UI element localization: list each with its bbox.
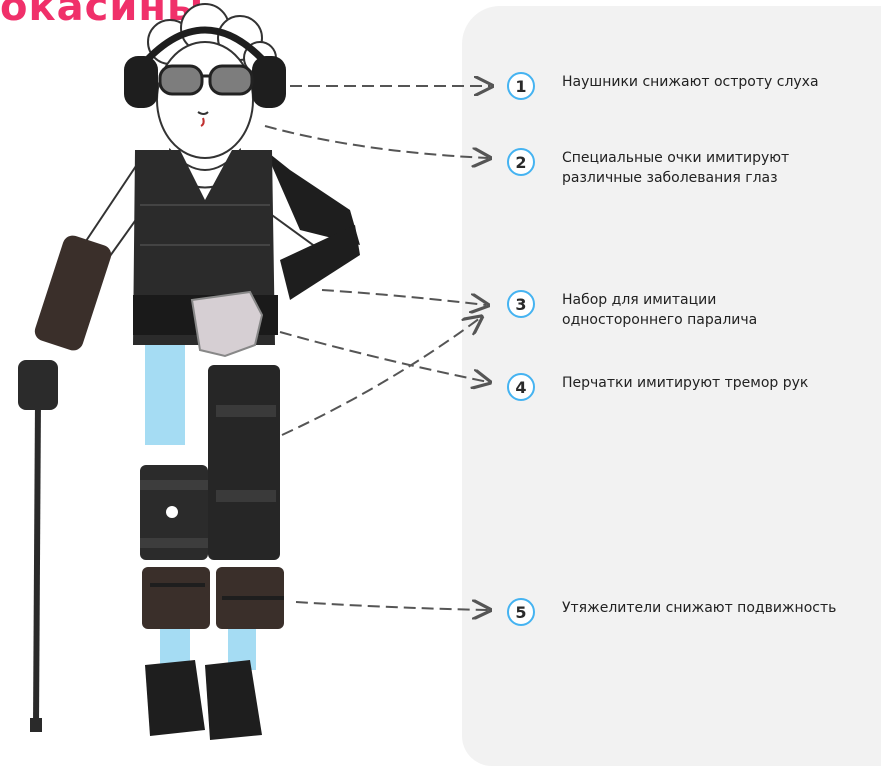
- callout-4: 4 Перчатки имитируют тремор рук: [507, 373, 808, 401]
- callout-text: Перчатки имитируют тремор рук: [562, 373, 808, 393]
- number-badge: 5: [507, 598, 535, 626]
- arrow-3a: [322, 290, 486, 305]
- callout-2: 2 Специальные очки имитируют различные з…: [507, 148, 789, 188]
- arrow-5: [296, 602, 488, 610]
- callout-text: Наушники снижают остроту слуха: [562, 72, 819, 92]
- number-badge: 1: [507, 72, 535, 100]
- callout-text: Специальные очки имитируют различные заб…: [562, 148, 789, 188]
- callout-1: 1 Наушники снижают остроту слуха: [507, 72, 819, 100]
- arrow-3b: [282, 318, 480, 435]
- callout-3: 3 Набор для имитации одностороннего пара…: [507, 290, 757, 330]
- callout-text: Набор для имитации одностороннего парали…: [562, 290, 757, 330]
- arrow-4: [280, 332, 488, 382]
- callout-text: Утяжелители снижают подвижность: [562, 598, 836, 618]
- number-badge: 4: [507, 373, 535, 401]
- number-badge: 3: [507, 290, 535, 318]
- number-badge: 2: [507, 148, 535, 176]
- callout-5: 5 Утяжелители снижают подвижность: [507, 598, 836, 626]
- arrow-2: [265, 126, 488, 158]
